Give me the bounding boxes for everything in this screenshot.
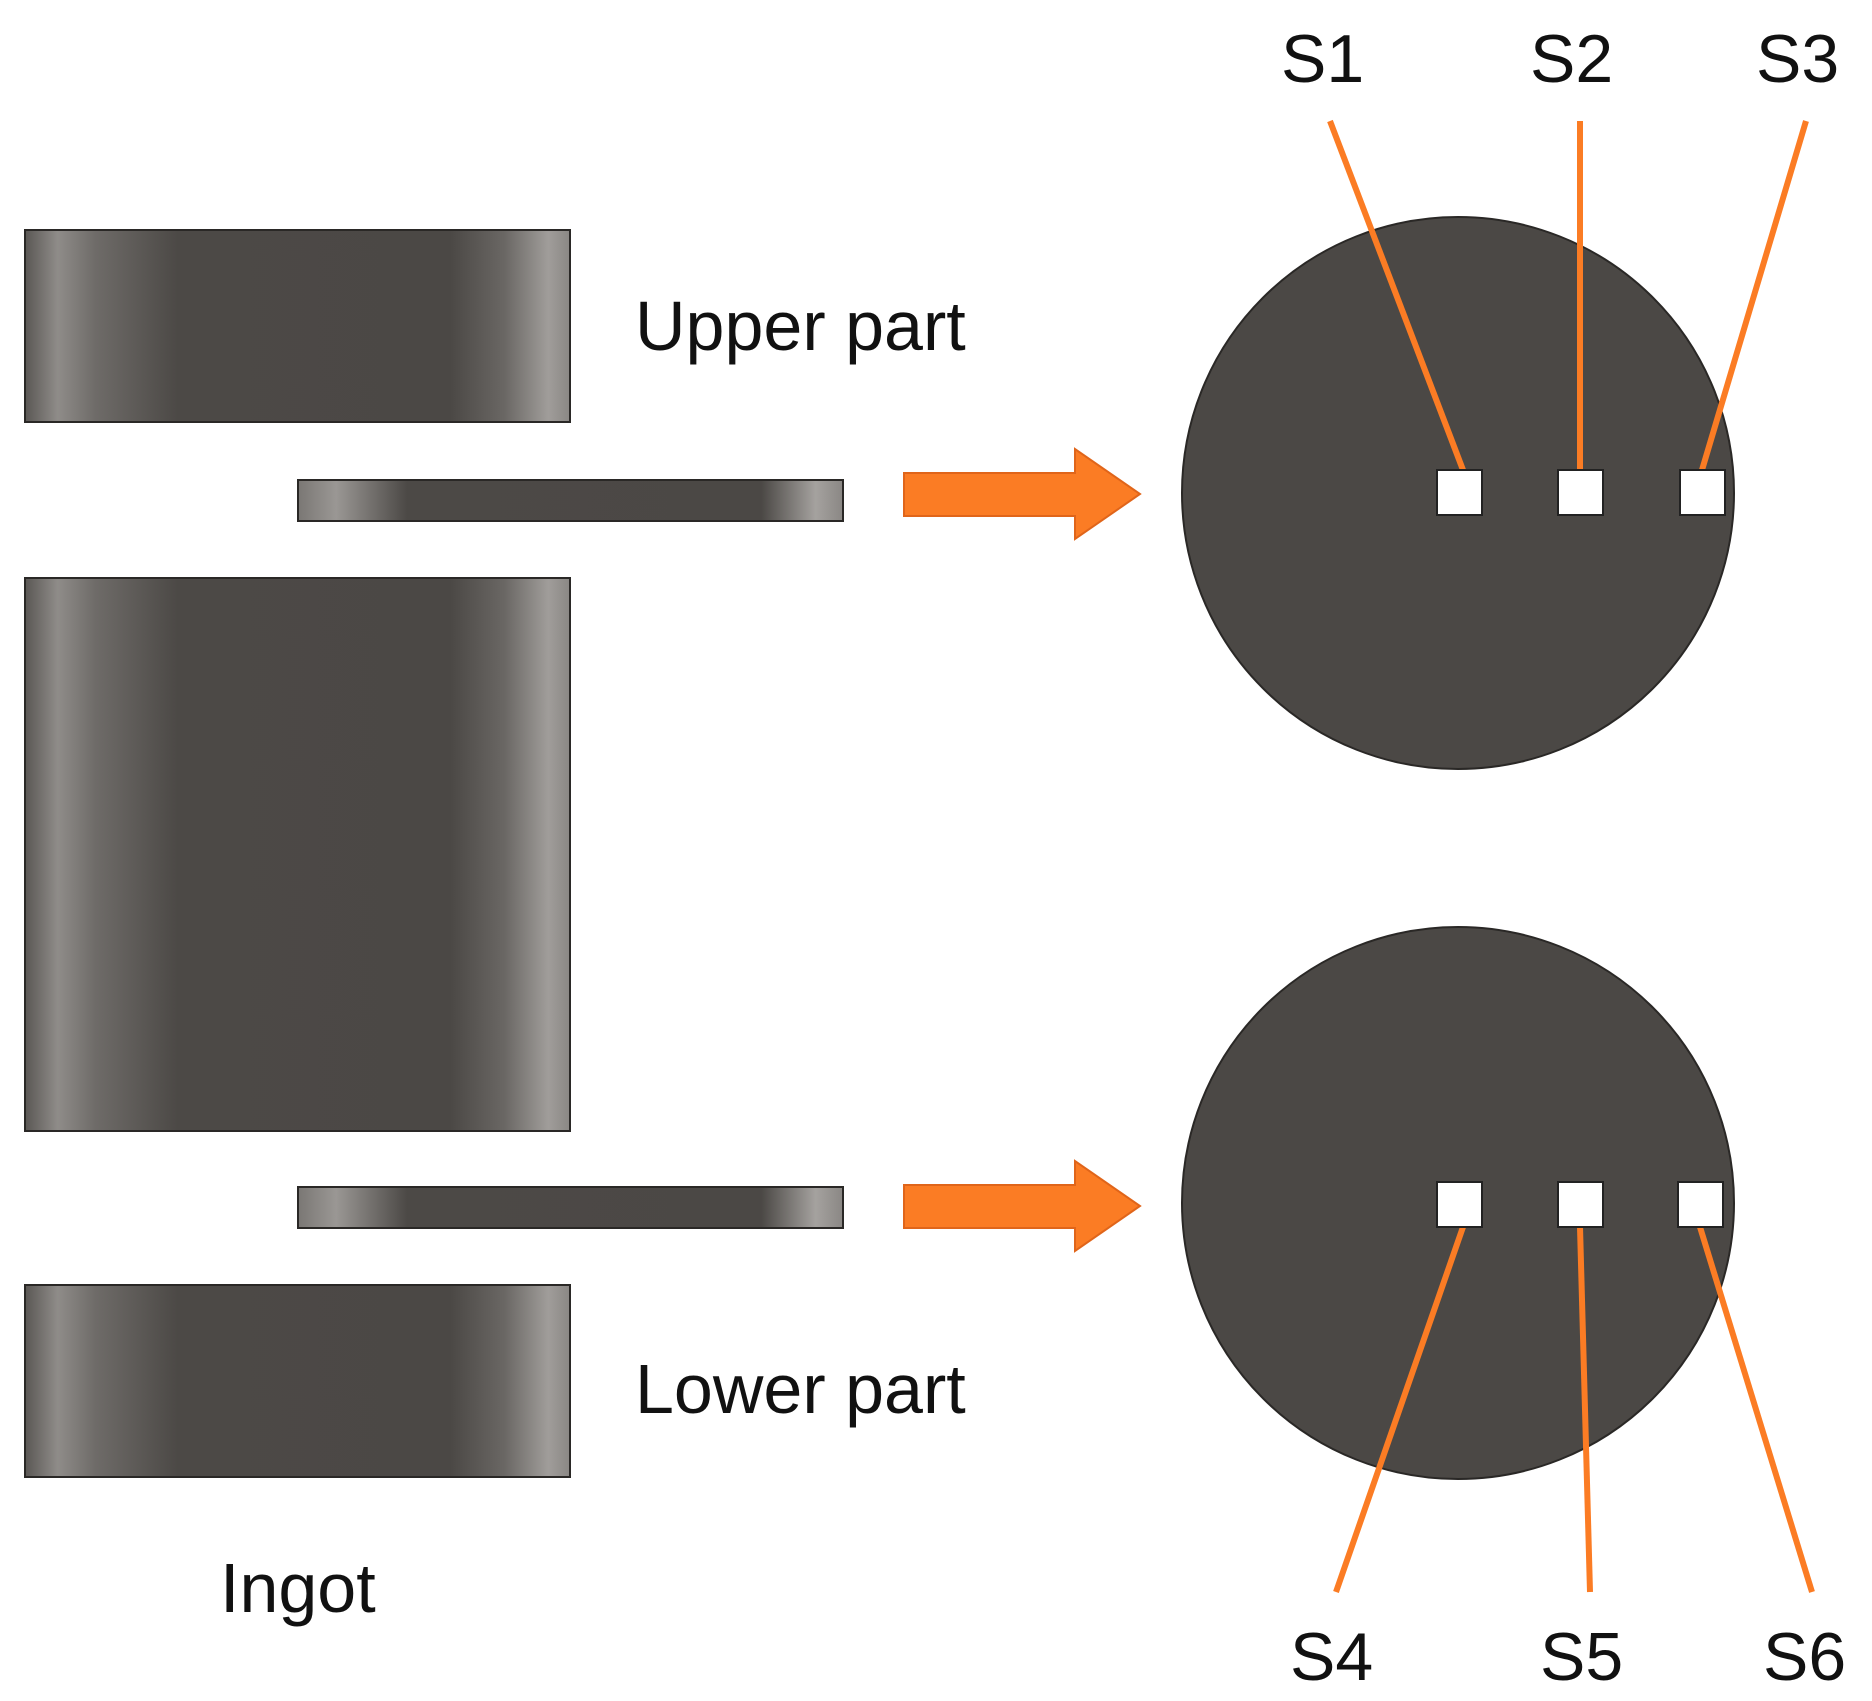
s3-label: S3	[1756, 21, 1839, 97]
s6-label: S6	[1763, 1619, 1846, 1695]
upper-arrow-icon	[903, 447, 1142, 541]
s4-label: S4	[1290, 1619, 1373, 1695]
upper-disk	[1181, 119, 1809, 770]
sample-marker-s5	[1557, 1181, 1604, 1228]
sample-marker-s4	[1436, 1181, 1483, 1228]
s2-label: S2	[1530, 21, 1613, 97]
sample-marker-s6	[1677, 1181, 1724, 1228]
lower-arrow-icon	[903, 1159, 1142, 1253]
sample-marker-s1	[1436, 469, 1483, 516]
upper-slice	[297, 479, 844, 522]
ingot-bottom-block	[24, 1284, 571, 1478]
lower-part-label: Lower part	[635, 1350, 966, 1428]
upper-part-label: Upper part	[635, 287, 966, 365]
s6-leader	[1697, 1226, 1815, 1593]
sample-marker-s2	[1557, 469, 1604, 516]
s1-leader	[1327, 119, 1466, 472]
ingot-label: Ingot	[220, 1549, 376, 1627]
s5-label: S5	[1540, 1619, 1623, 1695]
lower-disk	[1181, 926, 1815, 1593]
s3-leader	[1699, 120, 1809, 471]
ingot-top-block	[24, 229, 571, 423]
ingot	[24, 229, 844, 1478]
lower-slice	[297, 1186, 844, 1229]
sample-marker-s3	[1679, 469, 1726, 516]
s5-leader	[1577, 1226, 1593, 1593]
s4-leader	[1333, 1226, 1466, 1593]
s1-label: S1	[1281, 21, 1364, 97]
ingot-middle-block	[24, 577, 571, 1132]
